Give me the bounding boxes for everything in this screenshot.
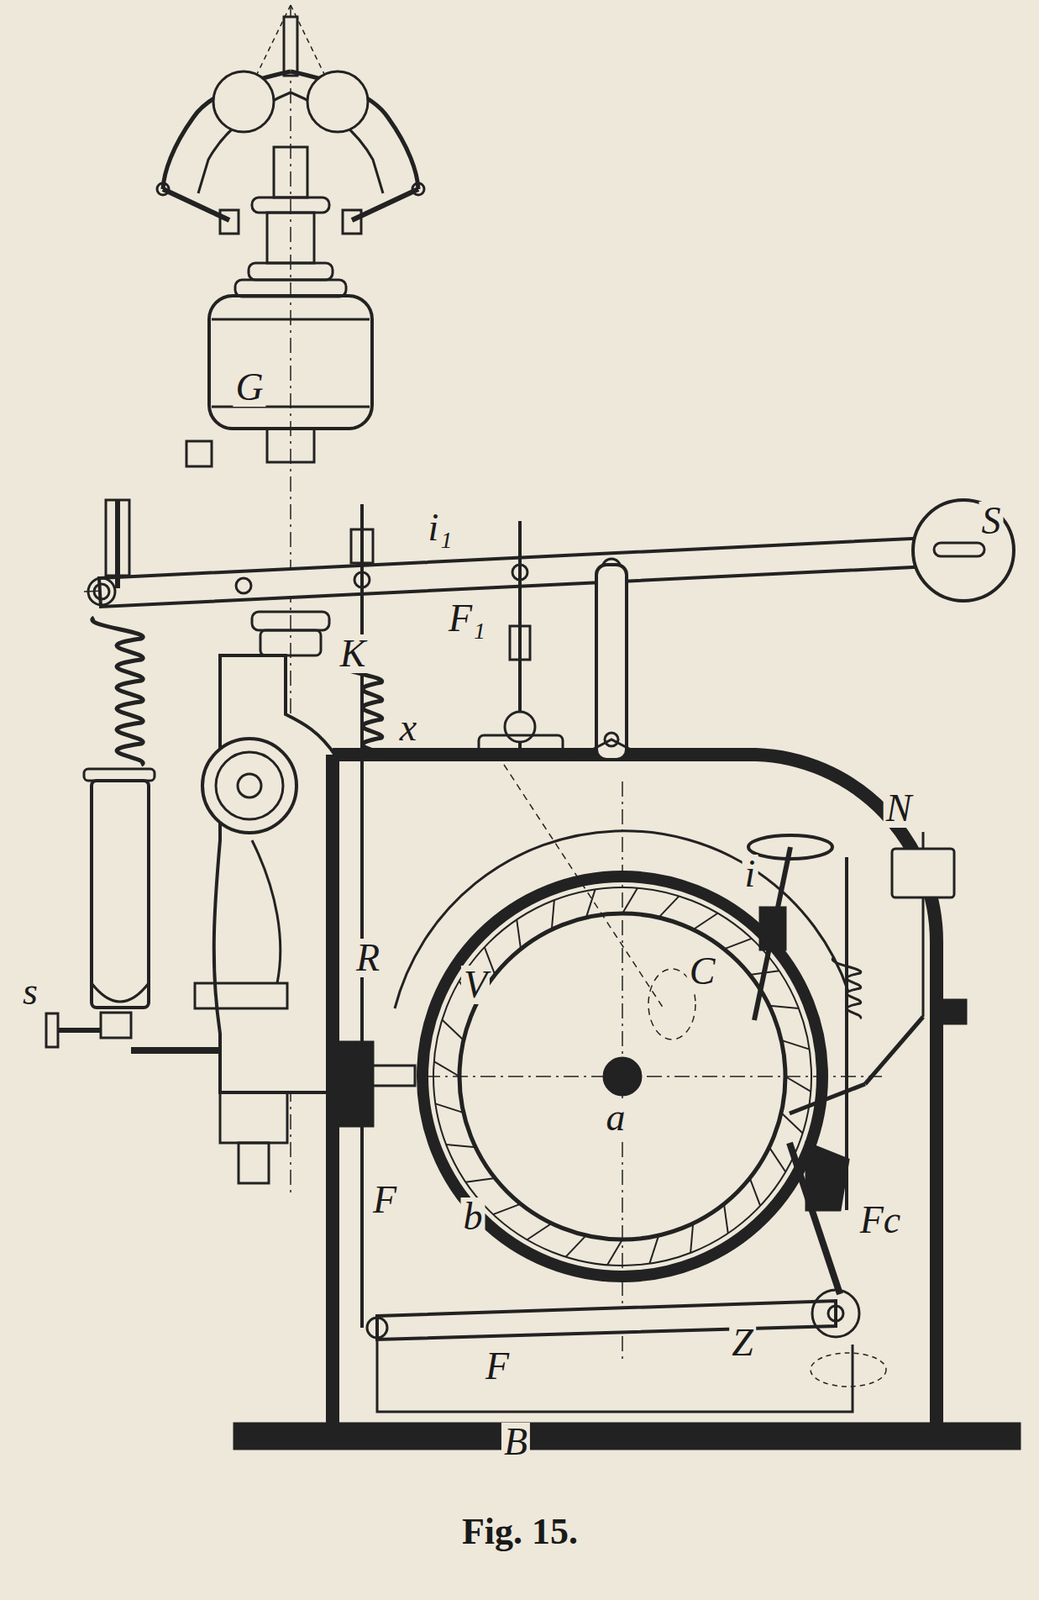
center-line: [83, 5, 1000, 1361]
part-letter: a: [603, 1097, 629, 1137]
part-letter: V: [461, 965, 490, 1004]
part-letter: Fc: [857, 1200, 904, 1239]
part-letter: S: [979, 501, 1004, 541]
machine-frame: [234, 754, 1020, 1449]
flyball-governor: [157, 5, 425, 656]
turbine-wheel: [372, 830, 849, 1276]
main-lever: [88, 499, 1014, 607]
valve-body: [194, 655, 336, 1183]
part-letter: b: [461, 1196, 486, 1236]
part-letter: K: [337, 634, 369, 673]
part-letter: N: [883, 788, 915, 828]
part-letter: i₁: [425, 508, 456, 547]
part-letter: C: [687, 951, 719, 991]
part-letter: x: [397, 708, 420, 747]
part-letter: R: [353, 938, 383, 977]
link-bar: [579, 564, 644, 760]
part-letter: s: [20, 971, 41, 1011]
lower-lever: [367, 1289, 887, 1412]
part-letter: F₁: [446, 598, 489, 638]
part-letter: F: [482, 1346, 512, 1386]
part-letter: F: [370, 1180, 399, 1219]
part-letter: G: [232, 367, 266, 407]
part-letter: Z: [729, 1322, 756, 1362]
throttle-valve: [478, 520, 696, 1039]
hand-wheel: [748, 834, 833, 1020]
right-spring: [789, 831, 966, 1294]
figure-caption: Fig. 15.: [461, 1509, 578, 1553]
part-letter: i: [742, 854, 759, 893]
part-letter: B: [501, 1422, 530, 1461]
